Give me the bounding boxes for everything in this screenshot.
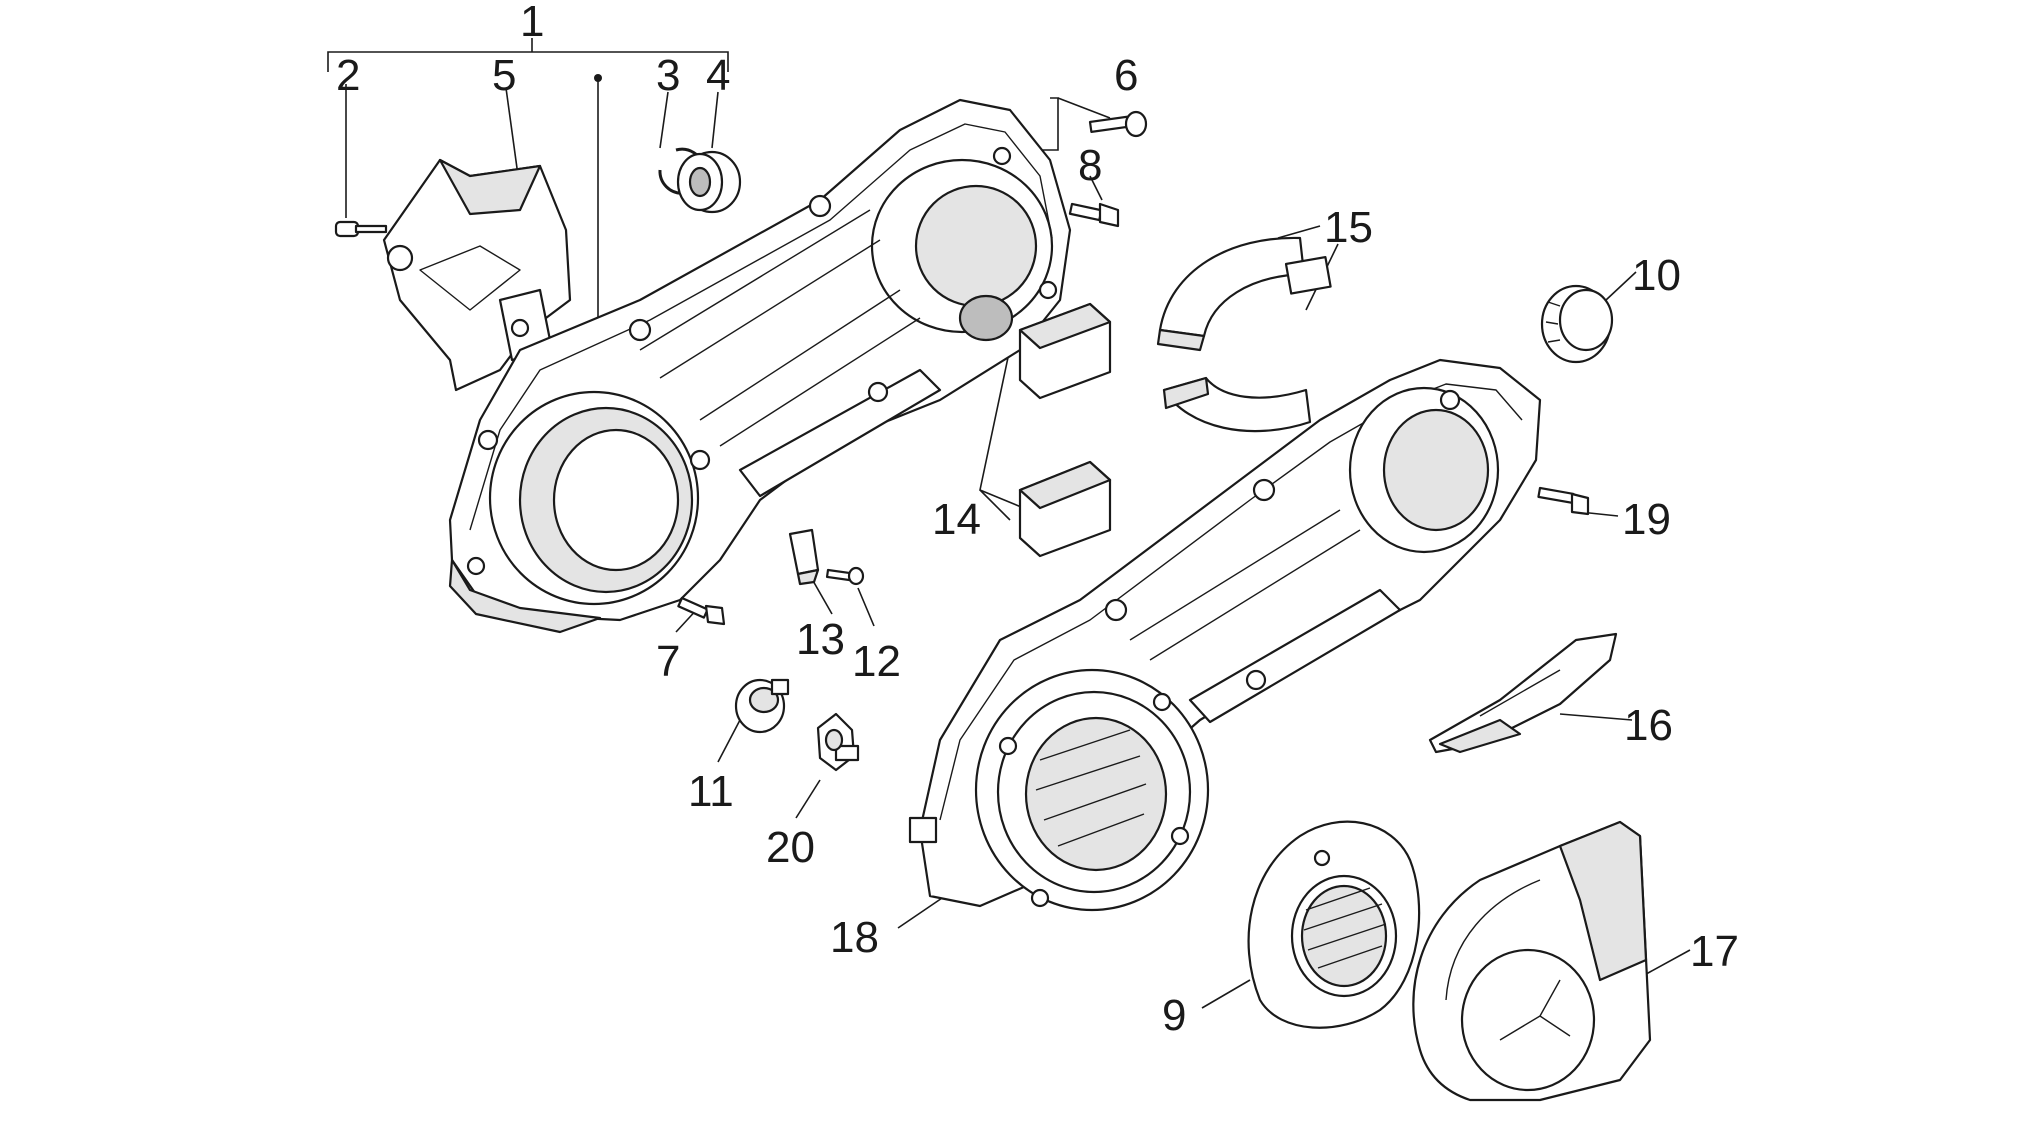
part-11-hose-clamp: [734, 678, 790, 734]
part-1-inner-cover: [448, 98, 1072, 634]
part-10-cap: [1540, 284, 1614, 364]
callout-4: 4: [706, 51, 730, 100]
callout-labels: 1 2 5 3 4 6 8 15 10 14 19 13 12 7 16 11 …: [336, 0, 1739, 1040]
part-20-clamp: [816, 712, 860, 772]
part-13-clip: [788, 528, 820, 586]
part-9-vent-cover: [1247, 820, 1421, 1029]
callout-15: 15: [1324, 203, 1373, 252]
leader-group-1: [327, 51, 729, 72]
callout-13: 13: [796, 615, 845, 664]
part-18-outer-cover: [908, 358, 1542, 912]
part-17-decor-cover: [1412, 820, 1652, 1102]
part-16-guard: [1428, 632, 1618, 754]
part-4-bearing: [676, 150, 742, 214]
part-8-bolt: [1068, 202, 1120, 228]
callout-18: 18: [830, 913, 879, 962]
part-12-screw: [825, 566, 865, 586]
callout-2: 2: [336, 51, 360, 100]
part-5-bracket: [382, 158, 572, 392]
callout-10: 10: [1632, 251, 1681, 300]
callout-17: 17: [1690, 927, 1739, 976]
part-2-screw: [334, 220, 388, 238]
callout-6: 6: [1114, 51, 1138, 100]
callout-3: 3: [656, 51, 680, 100]
callout-11: 11: [688, 767, 734, 816]
part-15-pads: [1156, 236, 1332, 433]
group-dot: [594, 74, 602, 82]
callout-20: 20: [766, 823, 815, 872]
callout-7: 7: [656, 637, 680, 686]
callout-16: 16: [1624, 701, 1673, 750]
callout-5: 5: [492, 51, 516, 100]
callout-1: 1: [520, 0, 544, 46]
part-19-screw: [1537, 486, 1590, 516]
part-14-blocks: [1018, 302, 1112, 558]
callout-19: 19: [1622, 495, 1671, 544]
part-6-bolt: [1088, 110, 1148, 138]
callout-12: 12: [852, 637, 901, 686]
part-7-bolt: [677, 596, 726, 626]
callout-8: 8: [1078, 141, 1102, 190]
callout-14: 14: [932, 495, 981, 544]
callout-9: 9: [1162, 991, 1186, 1040]
